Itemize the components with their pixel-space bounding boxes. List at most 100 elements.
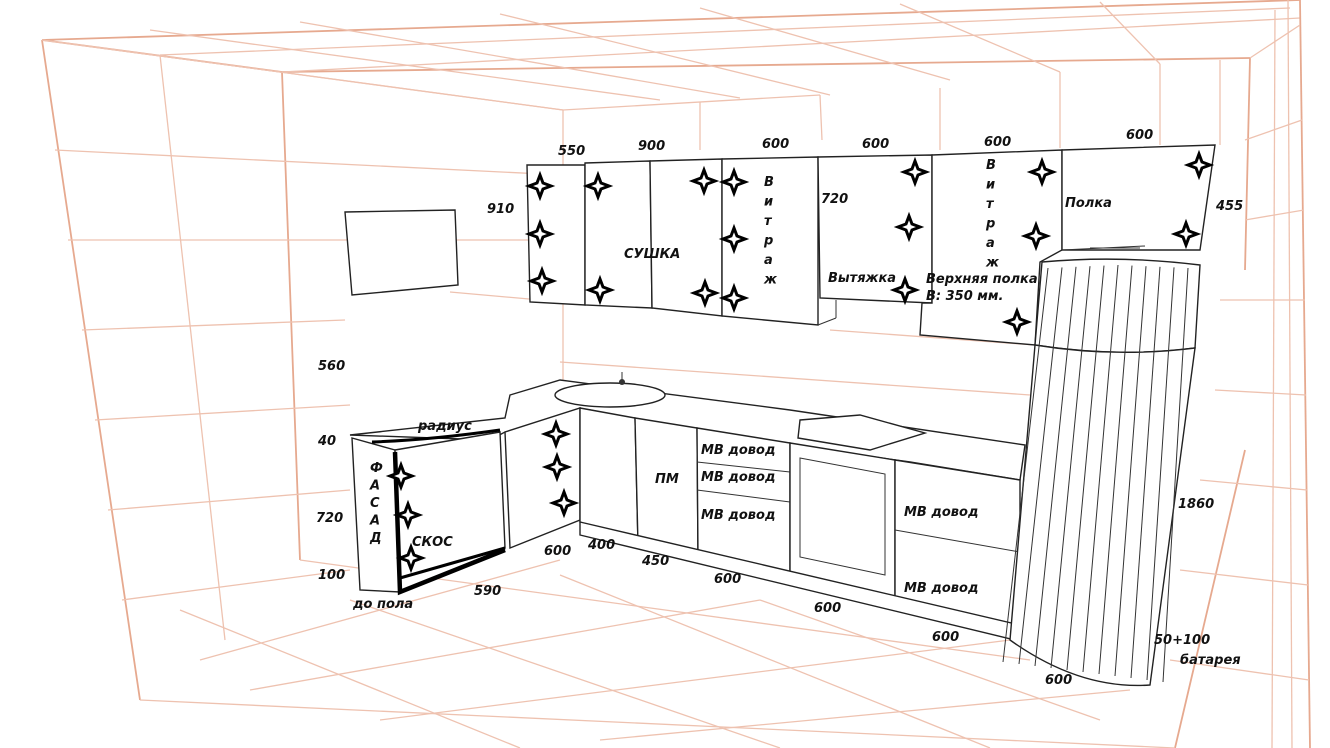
handle-icon	[893, 211, 925, 243]
dim-base-720: 720	[316, 511, 343, 526]
label-pm: ПМ	[655, 472, 679, 487]
column-rib	[1146, 267, 1175, 681]
handle-icon	[688, 165, 720, 197]
handle-icon	[524, 170, 556, 202]
handle-icon	[584, 274, 616, 306]
vitrazh-left-letter: т	[764, 214, 773, 229]
fasad-letter: С	[370, 496, 380, 511]
dim-upper-600-d: 600	[1126, 128, 1153, 143]
column-rib	[1018, 267, 1063, 665]
dim-plinth-100: 100	[318, 568, 345, 583]
label-mv-dovod-2: МВ довод	[701, 470, 775, 485]
label-mv-dovod-4: МВ довод	[904, 505, 978, 520]
vitrazh-right-letter: и	[986, 178, 995, 193]
handle-icon	[899, 156, 931, 188]
column-rib	[1066, 265, 1105, 671]
dim-upper-900: 900	[638, 139, 665, 154]
dim-column-1860: 1860	[1178, 497, 1214, 512]
label-mv-dovod-5: МВ довод	[904, 581, 978, 596]
dim-upper-600-b: 600	[862, 137, 889, 152]
dim-gap-560: 560	[318, 359, 345, 374]
label-vytyazhka: Вытяжка	[828, 271, 896, 286]
handle-icon	[718, 166, 750, 198]
label-upper-shelf-1: Верхняя полка	[926, 272, 1038, 287]
column-rib	[1002, 267, 1049, 663]
dim-countertop-40: 40	[317, 434, 336, 449]
dim-base-600-b: 600	[814, 601, 841, 616]
tall-column	[1002, 258, 1201, 687]
vitrazh-right-letter: а	[986, 236, 995, 251]
label-mv-dovod-3: МВ довод	[701, 508, 775, 523]
dim-upper-height-455: 455	[1215, 199, 1243, 214]
corner-side	[504, 407, 581, 550]
dim-battery-offset: 50+100	[1154, 633, 1210, 648]
label-polka: Полка	[1065, 196, 1112, 211]
room-grid	[41, 0, 1311, 748]
column-rib	[1114, 266, 1147, 677]
hob	[797, 414, 928, 451]
vitrazh-left-letter: В	[764, 175, 774, 190]
label-skos: СКОС	[412, 535, 453, 550]
handle-icon	[526, 265, 558, 297]
handle-icon	[689, 277, 721, 309]
handle-icon	[1020, 220, 1052, 252]
upper-cabinet-polka	[1061, 144, 1216, 251]
fasad-letter: А	[369, 514, 380, 529]
dim-upper-height-720: 720	[821, 192, 848, 207]
handle-icon	[1026, 156, 1058, 188]
dim-base-400: 400	[587, 538, 615, 553]
handle-icon	[392, 499, 424, 531]
label-upper-shelf-2: В: 350 мм.	[926, 289, 1004, 304]
handles	[385, 149, 1215, 574]
handle-icon	[718, 282, 750, 314]
vitrazh-right-letter: р	[985, 217, 995, 232]
dim-upper-600-a: 600	[762, 137, 789, 152]
sink	[554, 382, 666, 408]
handle-icon	[582, 170, 614, 202]
handle-icon	[1183, 149, 1215, 181]
dim-corner-600: 600	[544, 544, 571, 559]
fasad-letter: А	[369, 479, 380, 494]
dim-base-450: 450	[641, 554, 669, 569]
handle-icon	[541, 451, 573, 483]
handle-icon	[1001, 306, 1033, 338]
dim-upper-550: 550	[558, 144, 585, 159]
labels: 550 900 600 600 600 600 910 720 455 560 …	[316, 128, 1243, 688]
fasad-letter: Ф	[370, 461, 383, 476]
wall-panel	[344, 209, 459, 296]
handle-icon	[548, 487, 580, 519]
column-rib	[1082, 264, 1119, 673]
dim-upper-600-c: 600	[984, 135, 1011, 150]
vitrazh-left-letter: р	[763, 234, 773, 249]
dim-upper-height-910: 910	[487, 202, 514, 217]
handle-icon	[1170, 218, 1202, 250]
vitrazh-right-letter: ж	[985, 256, 1000, 271]
label-sushka: СУШКА	[624, 247, 680, 262]
label-battery: батарея	[1180, 653, 1241, 668]
column-rib	[1162, 267, 1189, 683]
handle-icon	[718, 223, 750, 255]
vitrazh-right-letter: В	[986, 158, 996, 173]
handle-icon	[385, 460, 417, 492]
dim-base-600-a: 600	[714, 572, 741, 587]
dim-base-600-c: 600	[932, 630, 959, 645]
handle-icon	[540, 418, 572, 450]
dim-corner-590: 590	[474, 584, 501, 599]
column-rib	[1098, 265, 1133, 675]
label-mv-dovod-1: МВ довод	[701, 443, 775, 458]
column-rib	[1050, 266, 1091, 669]
label-do-pola: до пола	[352, 597, 413, 612]
column-rib	[1130, 266, 1161, 679]
label-radius: радиус	[417, 419, 472, 434]
base-cabinets	[349, 372, 1026, 641]
vitrazh-right-letter: т	[986, 197, 995, 212]
fasad-letter: Д	[369, 531, 382, 546]
handle-icon	[524, 218, 556, 250]
vitrazh-left-letter: и	[764, 195, 773, 210]
dim-column-600: 600	[1045, 673, 1072, 688]
vitrazh-left-letter: а	[764, 253, 773, 268]
